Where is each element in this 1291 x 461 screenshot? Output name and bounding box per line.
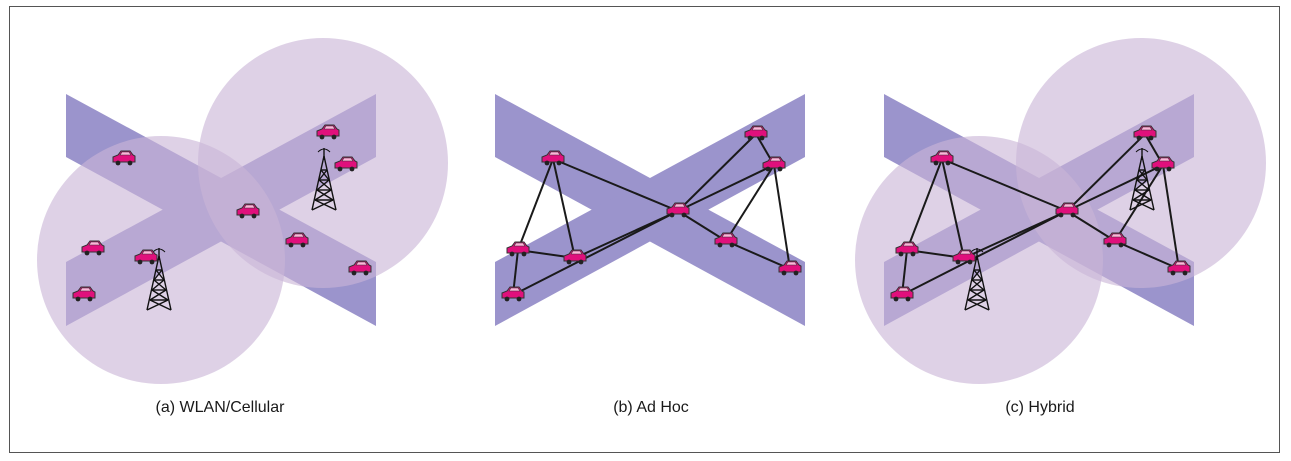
- car-icon: [541, 150, 565, 166]
- car-icon: [81, 240, 105, 256]
- wireless-link: [512, 210, 679, 296]
- wireless-link: [725, 164, 775, 242]
- car-icon: [334, 156, 358, 172]
- car-icon: [930, 150, 954, 166]
- car-icon: [952, 249, 976, 265]
- wireless-link: [1114, 240, 1180, 270]
- caption-hybrid: (c) Hybrid: [1005, 399, 1075, 416]
- car-icon: [285, 232, 309, 248]
- car-icon: [1055, 202, 1079, 218]
- wireless-link: [941, 158, 1068, 212]
- wireless-link: [552, 158, 576, 259]
- wireless-link: [901, 210, 1068, 296]
- car-icon: [1151, 156, 1175, 172]
- wireless-link: [677, 164, 775, 212]
- wireless-link: [677, 133, 757, 212]
- car-icon: [236, 203, 260, 219]
- car-icon: [744, 125, 768, 141]
- wireless-link: [517, 158, 554, 251]
- car-icon: [1167, 260, 1191, 276]
- wireless-link: [1162, 164, 1180, 270]
- panel-a: [37, 38, 448, 384]
- panel-c: [855, 38, 1266, 384]
- panel-b: [495, 94, 805, 326]
- car-icon: [72, 286, 96, 302]
- wireless-link: [906, 158, 943, 251]
- cell-tower-icon: [964, 248, 990, 311]
- caption-wlan-cellular: (a) WLAN/Cellular: [155, 399, 285, 416]
- car-icon: [563, 249, 587, 265]
- car-icon: [1103, 232, 1127, 248]
- wireless-link: [773, 164, 791, 270]
- car-icon: [1133, 125, 1157, 141]
- wireless-link: [552, 158, 679, 212]
- cell-tower-icon: [1129, 148, 1155, 211]
- car-icon: [895, 241, 919, 257]
- cell-tower-icon: [146, 248, 172, 311]
- car-icon: [134, 249, 158, 265]
- car-icon: [666, 202, 690, 218]
- wireless-link: [1066, 164, 1164, 212]
- wireless-link: [941, 158, 965, 259]
- car-icon: [778, 260, 802, 276]
- road: [495, 94, 805, 326]
- wireless-link: [1066, 133, 1146, 212]
- wireless-link: [725, 240, 791, 270]
- caption-ad-hoc: (b) Ad Hoc: [613, 399, 689, 416]
- car-icon: [506, 241, 530, 257]
- car-icon: [348, 260, 372, 276]
- car-icon: [316, 124, 340, 140]
- car-icon: [112, 150, 136, 166]
- car-icon: [501, 286, 525, 302]
- car-icon: [890, 286, 914, 302]
- cell-tower-icon: [311, 148, 337, 211]
- car-icon: [762, 156, 786, 172]
- car-icon: [714, 232, 738, 248]
